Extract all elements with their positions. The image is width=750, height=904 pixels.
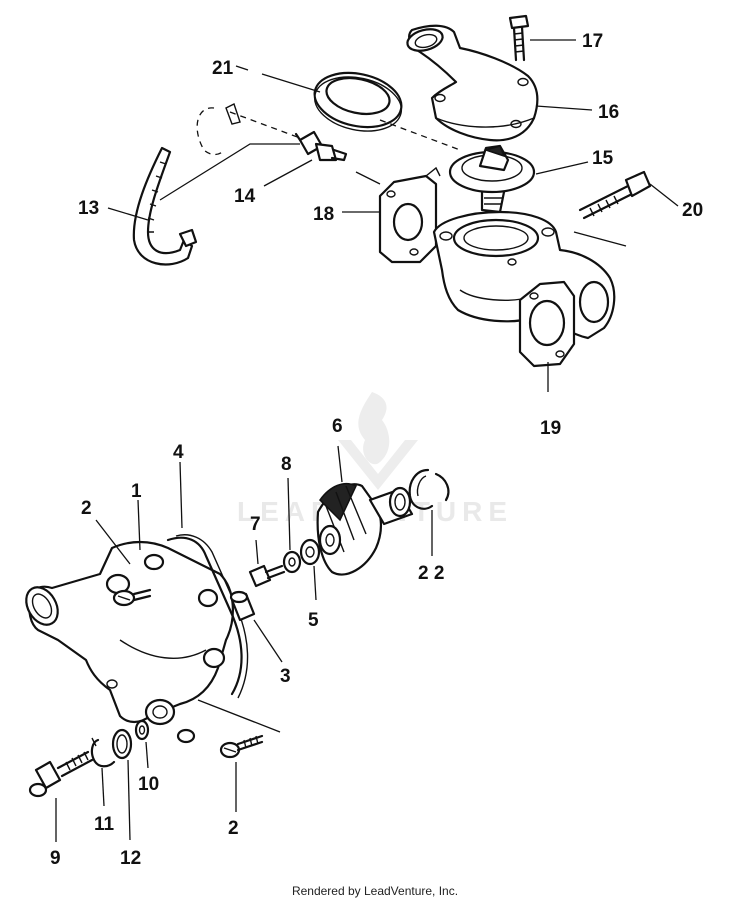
part-18-gasket	[378, 166, 441, 264]
part-7-bolt	[248, 564, 286, 588]
part-19-gasket	[518, 280, 610, 368]
callout-8: 8	[281, 454, 292, 475]
callout-11: 11	[94, 814, 115, 835]
callout-2-upper: 2	[81, 498, 92, 519]
pump-shaft	[368, 486, 414, 526]
callout-15: 15	[592, 148, 614, 169]
watermark-flame-icon	[358, 392, 390, 465]
callout-17: 17	[582, 31, 603, 52]
callout-3: 3	[280, 666, 291, 687]
part-17-bolt	[508, 14, 530, 62]
callout-9: 9	[50, 848, 61, 869]
part-5-washer	[299, 538, 321, 566]
part-1-pump-body	[25, 540, 234, 744]
part-12-ring	[111, 728, 133, 760]
callout-13: 13	[78, 198, 99, 219]
part-9-drain-bolt	[28, 750, 94, 798]
part-3-bushing	[229, 590, 256, 622]
part-10-washer	[134, 719, 150, 741]
part-6-impeller	[316, 482, 382, 576]
watermark-v-icon	[338, 440, 418, 490]
callout-21: 21	[212, 58, 234, 79]
callout-18: 18	[313, 204, 334, 225]
callout-4: 4	[173, 442, 184, 463]
callout-20: 20	[682, 200, 703, 221]
callout-14: 14	[234, 186, 256, 207]
lower-leader-lines	[55, 445, 433, 842]
part-14-temp-sensor	[294, 130, 348, 162]
callout-16: 16	[598, 102, 619, 123]
callout-5: 5	[308, 610, 319, 631]
sensor-wire	[196, 103, 301, 156]
part-8-washer	[282, 550, 302, 574]
callout-2-lower: 2	[228, 818, 239, 839]
callout-labels: 1 2 2 3 4 5 6 7 8 9 10 11 12 13 14 15 16…	[50, 31, 703, 869]
part-2-screw-upper	[112, 588, 152, 607]
callout-12: 12	[120, 848, 141, 869]
callout-10: 10	[138, 774, 159, 795]
part-22-snap-ring	[408, 468, 450, 510]
part-15-thermostat	[448, 144, 536, 214]
part-13-strap	[132, 146, 198, 266]
callout-19: 19	[540, 418, 561, 439]
part-11-clip	[90, 737, 116, 768]
part-2-screw-lower	[219, 734, 264, 759]
footer-credit: Rendered by LeadVenture, Inc.	[291, 884, 459, 898]
part-21-gasket	[313, 71, 403, 132]
callout-1: 1	[131, 481, 142, 502]
callout-7: 7	[250, 514, 261, 535]
part-20-bolt	[578, 170, 652, 220]
upper-leader-lines	[107, 39, 679, 392]
callout-22: 2 2	[418, 563, 444, 584]
part-16-thermostat-cover	[406, 24, 539, 142]
callout-6: 6	[332, 416, 343, 437]
